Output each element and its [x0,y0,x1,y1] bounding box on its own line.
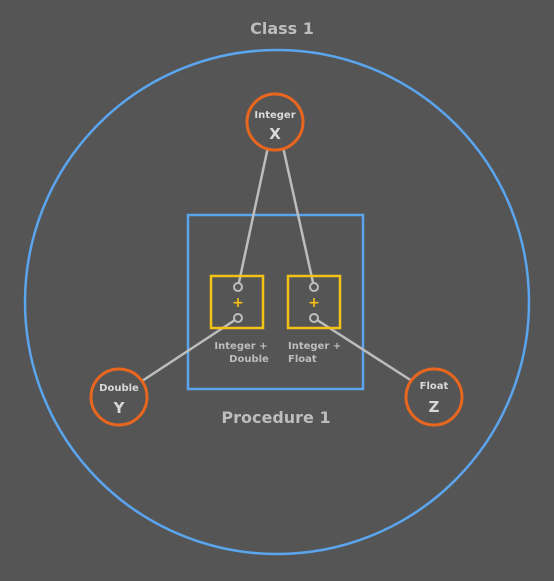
variable-z-type: Float [420,381,449,392]
connector-x-right [281,146,316,288]
plus-icon: + [308,295,320,311]
procedure-box [186,213,365,391]
variable-y-type: Double [99,383,139,394]
class-label: Class 1 [250,19,314,38]
operation-right-label-line1: Integer + [288,341,341,352]
variable-x-name: X [269,125,281,143]
operation-right-label-line2: Float [288,354,317,365]
operation-left-label-line1: Integer + [214,341,267,352]
variable-z-name: Z [429,398,440,416]
class-circle [23,48,531,556]
plus-icon: + [232,295,244,311]
operation-box-left [209,274,265,330]
port-right-bottom [309,313,319,323]
variable-x-type: Integer [254,110,295,121]
variable-y-name: Y [113,399,126,417]
port-left-bottom [233,313,243,323]
port-right-top [309,282,319,292]
variable-x-circle [245,92,305,152]
connector-x-left [236,146,270,288]
variable-y-circle [89,367,149,427]
port-left-top [233,282,243,292]
procedure-label: Procedure 1 [221,408,330,427]
variable-z-circle [404,367,464,427]
operation-left-label-line2: Double [229,354,269,365]
operation-box-right [286,274,342,330]
